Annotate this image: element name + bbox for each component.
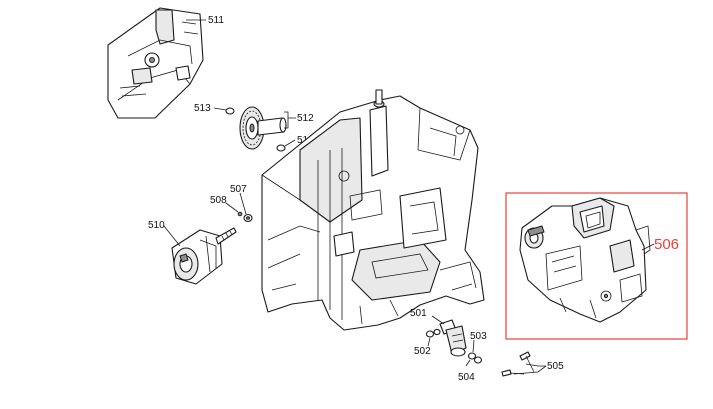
leader-504 [465,359,471,367]
part-508-pin[interactable] [237,211,243,217]
leader-513-lower [284,139,296,147]
leader-503 [472,339,475,353]
leader-510 [163,225,181,247]
part-506-module[interactable] [519,197,651,323]
leader-513-upper [213,107,227,111]
label-502: 502 [414,346,431,357]
part-502-oring[interactable] [425,328,441,338]
label-510: 510 [148,220,165,231]
label-507: 507 [230,184,247,195]
leader-507 [239,192,247,215]
label-508: 508 [210,195,227,206]
part-501-valve[interactable] [439,319,467,357]
part-511-bracket[interactable] [107,7,204,119]
leader-502 [427,337,431,347]
label-513-upper: 513 [194,103,211,114]
leader-508 [225,202,239,213]
part-513-oring-upper[interactable] [225,107,235,115]
part-503-oring[interactable] [467,352,483,364]
label-501: 501 [410,308,427,319]
label-503: 503 [470,331,487,342]
leader-506 [641,243,655,251]
leader-505 [513,363,547,375]
part-512-gear[interactable] [239,106,287,150]
label-504: 504 [458,372,475,383]
label-506: 506 [654,236,679,253]
highlight-frame-506 [505,192,688,340]
main-frame-chassis [261,89,485,331]
part-513-oring-lower[interactable] [276,144,286,152]
part-510-motor[interactable] [171,227,237,285]
leader-512 [284,111,296,129]
leader-501 [431,315,445,325]
label-511: 511 [208,15,224,26]
part-507-bushing[interactable] [243,213,253,223]
part-505-screws[interactable] [501,351,535,377]
label-512: 512 [297,113,314,124]
label-505: 505 [547,361,564,372]
